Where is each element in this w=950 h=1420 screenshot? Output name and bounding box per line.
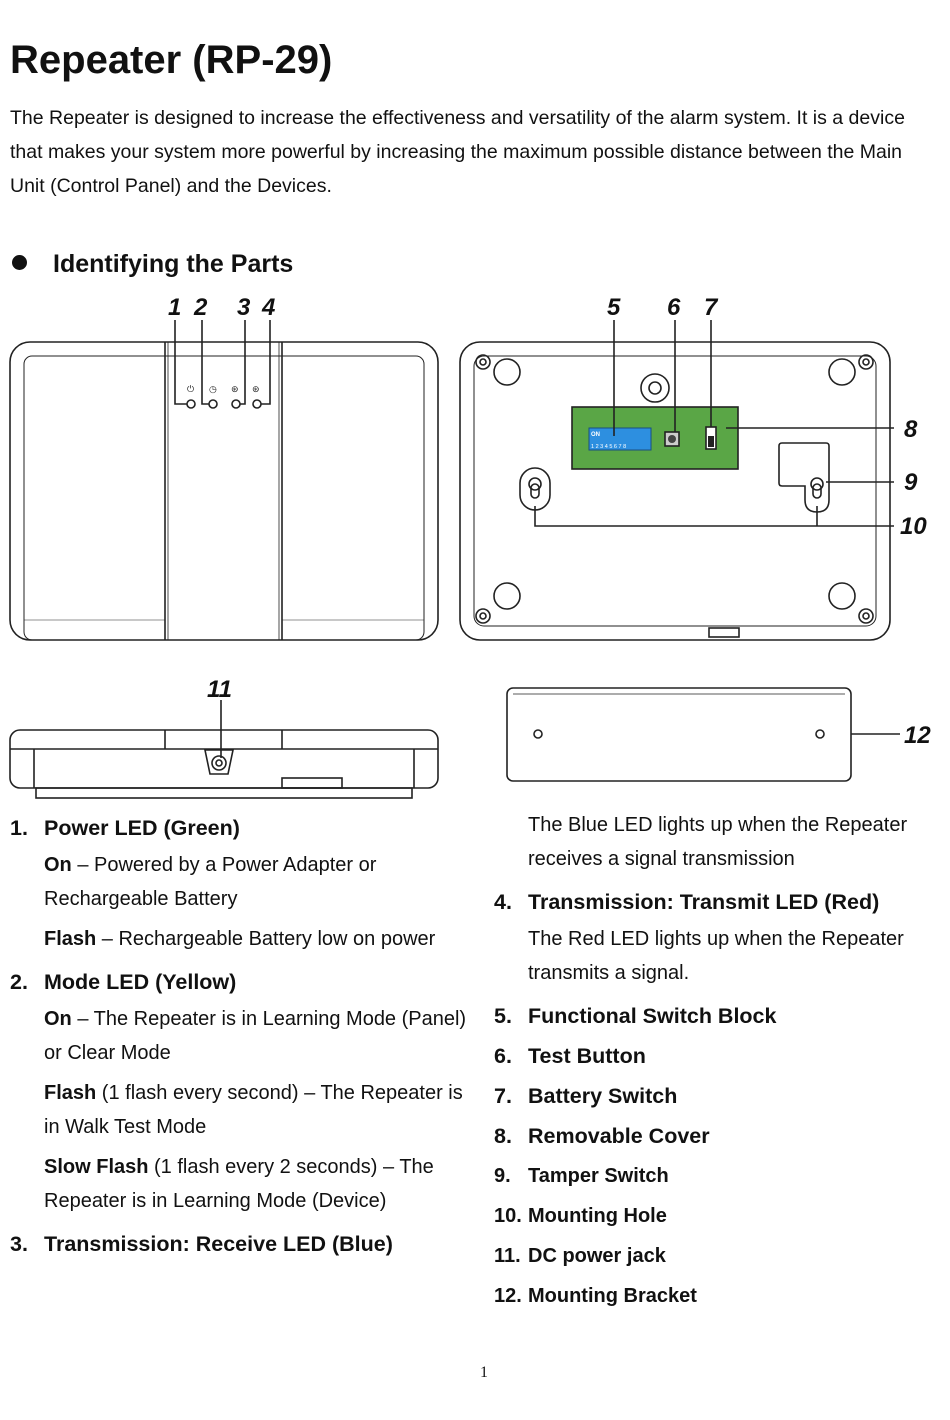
page-title: Repeater (RP-29) bbox=[10, 38, 333, 82]
bullet-icon bbox=[12, 255, 27, 270]
list-item: 11.DC power jack bbox=[494, 1245, 666, 1267]
item-description: On – The Repeater is in Learning Mode (P… bbox=[44, 1008, 467, 1064]
bracket-view bbox=[506, 687, 900, 782]
callout-6: 6 bbox=[667, 294, 681, 321]
intro-paragraph: The Repeater is designed to increase the… bbox=[10, 107, 905, 197]
list-item: 6.Test Button bbox=[494, 1044, 646, 1068]
dip-on-label: ON bbox=[591, 432, 600, 438]
callout-12: 12 bbox=[904, 722, 931, 749]
page-number: 1 bbox=[480, 1364, 488, 1381]
list-item: 2. Mode LED (Yellow) bbox=[10, 970, 237, 994]
list-item: 5.Functional Switch Block bbox=[494, 1004, 777, 1028]
callout-7: 7 bbox=[704, 294, 719, 321]
list-item: 4.Transmission: Transmit LED (Red) bbox=[494, 890, 880, 914]
callout-9: 9 bbox=[904, 469, 918, 496]
svg-text:⊛: ⊛ bbox=[252, 384, 260, 394]
side-view bbox=[9, 700, 439, 799]
callout-3: 3 bbox=[237, 294, 251, 321]
list-item: 1. Power LED (Green) bbox=[10, 816, 240, 840]
item-description: Slow Flash (1 flash every 2 seconds) – T… bbox=[44, 1156, 434, 1212]
list-item: 3. Transmission: Receive LED (Blue) bbox=[10, 1232, 393, 1256]
list-item: 12.Mounting Bracket bbox=[494, 1285, 697, 1307]
parts-list-left: 1. Power LED (Green) On – Powered by a P… bbox=[10, 808, 480, 1264]
item-description: Flash – Rechargeable Battery low on powe… bbox=[44, 928, 436, 950]
item-description: On – Powered by a Power Adapter or Recha… bbox=[44, 854, 377, 910]
back-view bbox=[459, 320, 894, 641]
item-description: The Red LED lights up when the Repeater … bbox=[528, 928, 904, 984]
item-description: Flash (1 flash every second) – The Repea… bbox=[44, 1082, 463, 1138]
list-item: 10.Mounting Hole bbox=[494, 1205, 667, 1227]
callout-10: 10 bbox=[900, 513, 927, 540]
parts-diagram: ⏻ ◷ ⊛ ⊛ bbox=[9, 294, 931, 799]
dip-numbers: 1 2 3 4 5 6 7 8 bbox=[591, 444, 626, 450]
callout-8: 8 bbox=[904, 416, 918, 443]
callout-1: 1 bbox=[168, 294, 181, 321]
callout-11: 11 bbox=[207, 676, 232, 703]
svg-text:⏻: ⏻ bbox=[187, 384, 194, 394]
callout-2: 2 bbox=[193, 294, 208, 321]
list-item: 7.Battery Switch bbox=[494, 1084, 678, 1108]
callout-5: 5 bbox=[607, 294, 621, 321]
list-item: 8.Removable Cover bbox=[494, 1124, 710, 1148]
parts-list-right: The Blue LED lights up when the Repeater… bbox=[494, 808, 939, 1316]
item-description: The Blue LED lights up when the Repeater… bbox=[528, 814, 908, 870]
list-item: 9.Tamper Switch bbox=[494, 1165, 669, 1187]
section-heading: Identifying the Parts bbox=[12, 250, 293, 279]
front-view: ⏻ ◷ ⊛ ⊛ bbox=[9, 320, 439, 641]
callout-4: 4 bbox=[261, 294, 275, 321]
section-title: Identifying the Parts bbox=[53, 250, 294, 278]
svg-text:◷: ◷ bbox=[209, 384, 217, 394]
svg-text:⊛: ⊛ bbox=[231, 384, 239, 394]
